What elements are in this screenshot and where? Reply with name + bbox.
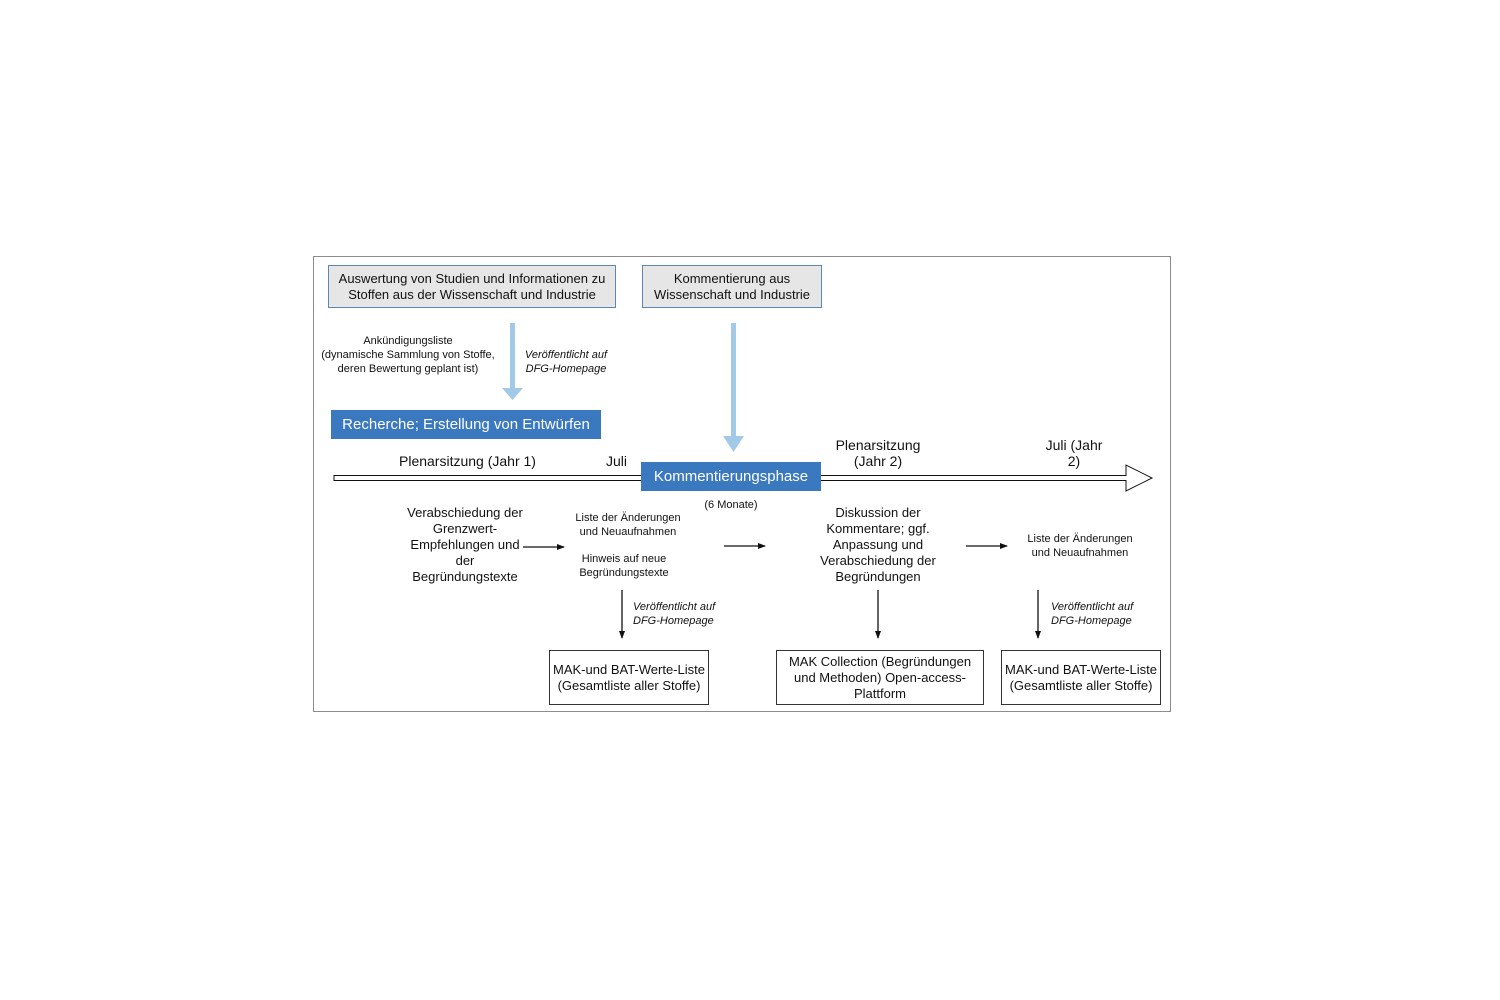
mak-bat-list-box-2: MAK-und BAT-Werte-Liste (Gesamtliste all… bbox=[1001, 650, 1161, 705]
studies-box: Auswertung von Studien und Informationen… bbox=[328, 265, 616, 308]
hint-text: Hinweis auf neue Begründungstexte bbox=[579, 553, 669, 579]
discussion-text: Diskussion der Kommentare; ggf. Anpassun… bbox=[820, 505, 936, 584]
mak-bat-list-label-1: MAK-und BAT-Werte-Liste (Gesamtliste all… bbox=[553, 661, 705, 693]
announcement-published: Veröffentlicht auf DFG-Homepage bbox=[524, 349, 608, 375]
duration-label: (6 Monate) bbox=[704, 499, 758, 511]
plenary-year2-label: Plenarsitzung (Jahr 2) bbox=[835, 437, 921, 469]
research-box-label: Recherche; Erstellung von Entwürfen bbox=[342, 416, 590, 433]
studies-box-label: Auswertung von Studien und Informationen… bbox=[338, 270, 606, 302]
mak-bat-list-box-1: MAK-und BAT-Werte-Liste (Gesamtliste all… bbox=[549, 650, 709, 705]
july-label: Juli bbox=[606, 453, 628, 469]
plenary-year1-label: Plenarsitzung (Jahr 1) bbox=[399, 453, 536, 469]
commenting-phase-label: Kommentierungsphase bbox=[653, 468, 809, 485]
mak-bat-list-label-2: MAK-und BAT-Werte-Liste (Gesamtliste all… bbox=[1005, 661, 1157, 693]
research-box: Recherche; Erstellung von Entwürfen bbox=[331, 410, 601, 439]
july-year2-label: Juli (Jahr 2) bbox=[1045, 437, 1103, 469]
blue-down-arrow-right bbox=[723, 323, 744, 452]
mak-collection-box: MAK Collection (Begründungen und Methode… bbox=[776, 650, 984, 705]
announcement-title: Ankündigungsliste bbox=[363, 335, 453, 347]
diagram-frame bbox=[313, 256, 1171, 712]
comments-box-label: Kommentierung aus Wissenschaft und Indus… bbox=[653, 270, 811, 302]
comments-box: Kommentierung aus Wissenschaft und Indus… bbox=[642, 265, 822, 308]
mak-collection-label: MAK Collection (Begründungen und Methode… bbox=[788, 653, 972, 701]
published-label-1: Veröffentlicht auf DFG-Homepage bbox=[633, 601, 716, 627]
changes-list-text: Liste der Änderungen und Neuaufnahmen bbox=[575, 512, 681, 538]
changes-list-text-2: Liste der Änderungen und Neuaufnahmen bbox=[1027, 533, 1133, 559]
commenting-phase-box: Kommentierungsphase bbox=[641, 462, 821, 491]
announcement-list: Ankündigungsliste (dynamische Sammlung v… bbox=[318, 334, 498, 376]
announcement-detail: (dynamische Sammlung von Stoffe, deren B… bbox=[321, 349, 495, 375]
blue-down-arrow-left bbox=[502, 323, 523, 400]
published-label-2: Veröffentlicht auf DFG-Homepage bbox=[1051, 601, 1134, 627]
adoption-text: Verabschiedung der Grenzwert-Empfehlunge… bbox=[407, 505, 523, 584]
